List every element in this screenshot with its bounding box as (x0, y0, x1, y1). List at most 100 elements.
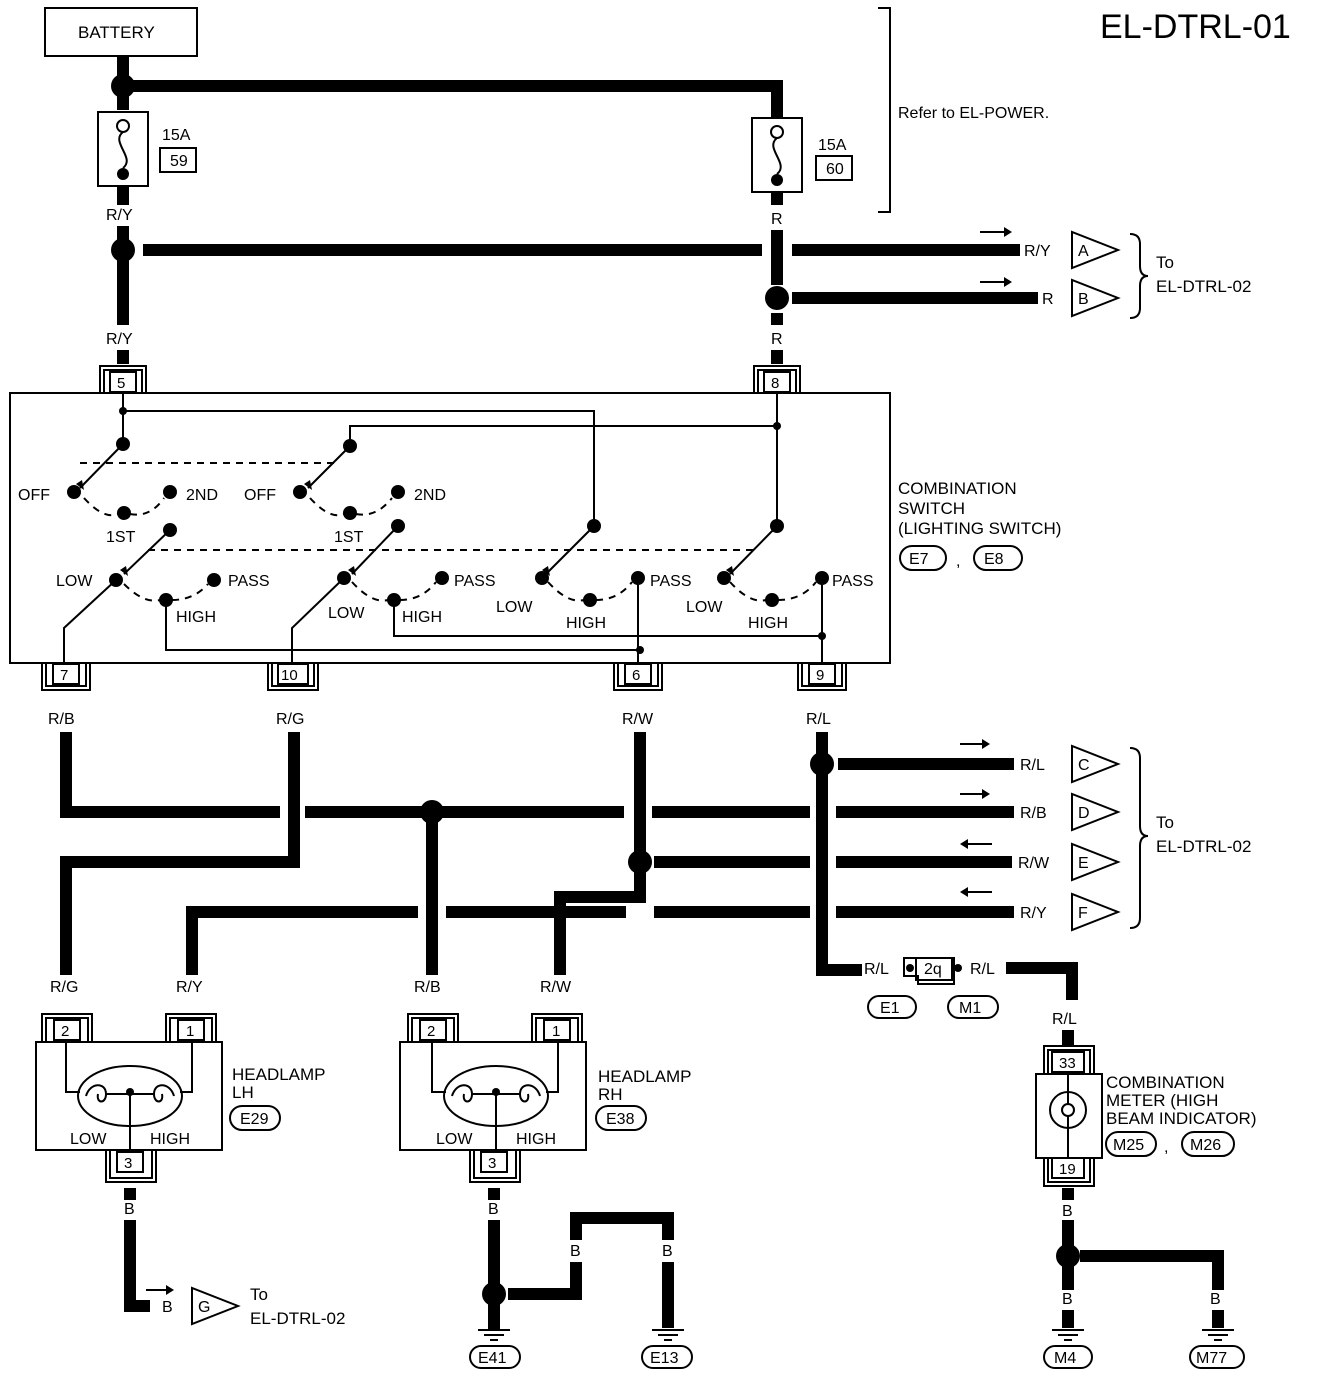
svg-text:R/W: R/W (1018, 855, 1050, 872)
svg-text:C: C (1078, 757, 1090, 774)
svg-text:1: 1 (186, 1023, 194, 1040)
svg-text:PASS: PASS (650, 573, 692, 590)
arrow-connector-c: R/L C (960, 739, 1121, 784)
svg-text:LOW: LOW (56, 573, 93, 590)
svg-text:E7: E7 (909, 551, 929, 568)
svg-text:B: B (1078, 291, 1089, 308)
svg-text:To: To (250, 1285, 268, 1304)
svg-text:PASS: PASS (228, 573, 270, 590)
svg-text:R/W: R/W (540, 979, 572, 996)
svg-text:,: , (1164, 1139, 1168, 1156)
svg-text:3: 3 (124, 1155, 132, 1172)
svg-text:To: To (1156, 253, 1174, 272)
svg-text:LOW: LOW (496, 599, 533, 616)
svg-text:7: 7 (60, 667, 68, 684)
svg-text:15A: 15A (162, 127, 191, 144)
splice-ground-e41 (482, 1282, 506, 1306)
splice-r (765, 286, 789, 310)
svg-text:R: R (771, 211, 783, 228)
svg-text:M77: M77 (1196, 1350, 1227, 1367)
svg-text:COMBINATION: COMBINATION (898, 479, 1017, 498)
svg-text:5: 5 (117, 375, 125, 392)
svg-text:R/Y: R/Y (176, 979, 203, 996)
svg-text:LOW: LOW (436, 1131, 473, 1148)
fuse-60: 15A 60 (751, 117, 853, 193)
svg-text:To: To (1156, 813, 1174, 832)
svg-text:R/L: R/L (970, 961, 995, 978)
svg-text:19: 19 (1059, 1161, 1076, 1178)
svg-text:E8: E8 (984, 551, 1004, 568)
svg-text:G: G (198, 1299, 210, 1316)
svg-text:R/Y: R/Y (1024, 243, 1051, 260)
headlamp-lh: R/G R/Y 2 1 LOW HIGH 3 HEADLAMP LH E29 B (35, 979, 326, 1218)
svg-text:HIGH: HIGH (150, 1131, 190, 1148)
combination-switch-title: COMBINATION SWITCH (LIGHTING SWITCH) E7 … (898, 479, 1061, 571)
svg-text:LH: LH (232, 1083, 254, 1102)
svg-text:(LIGHTING SWITCH): (LIGHTING SWITCH) (898, 519, 1061, 538)
svg-text:M26: M26 (1190, 1137, 1221, 1154)
svg-text:,: , (956, 553, 960, 570)
svg-text:15A: 15A (818, 137, 847, 154)
svg-text:RH: RH (598, 1085, 623, 1104)
svg-text:B: B (162, 1299, 173, 1316)
svg-text:9: 9 (816, 667, 824, 684)
svg-text:59: 59 (170, 153, 188, 170)
svg-text:R/L: R/L (806, 711, 831, 728)
svg-text:E1: E1 (880, 1000, 900, 1017)
svg-text:OFF: OFF (244, 487, 276, 504)
svg-text:6: 6 (632, 667, 640, 684)
svg-text:10: 10 (281, 667, 298, 684)
svg-text:BEAM INDICATOR): BEAM INDICATOR) (1106, 1109, 1257, 1128)
harness-wires (60, 732, 1224, 1330)
arrow-connector-b: B (980, 277, 1121, 318)
svg-text:HIGH: HIGH (566, 615, 606, 632)
svg-text:R/B: R/B (48, 711, 75, 728)
svg-text:R/Y: R/Y (106, 207, 133, 224)
svg-text:M1: M1 (959, 1000, 981, 1017)
svg-text:2ND: 2ND (414, 487, 446, 504)
splice-rl (810, 752, 834, 776)
svg-text:R/Y: R/Y (1020, 905, 1047, 922)
svg-text:E38: E38 (606, 1111, 635, 1128)
svg-text:M25: M25 (1113, 1137, 1144, 1154)
svg-text:3: 3 (488, 1155, 496, 1172)
fuse-59: 15A 59 (97, 111, 197, 187)
svg-text:2q: 2q (924, 961, 942, 978)
svg-text:HIGH: HIGH (516, 1131, 556, 1148)
ground-e41: E41 (469, 1329, 521, 1369)
svg-text:PASS: PASS (832, 573, 874, 590)
splice-battery (111, 74, 135, 98)
svg-text:R/Y: R/Y (106, 331, 133, 348)
switch-position-labels: OFF 2ND 1ST LOW PASS HIGH OFF 2ND 1ST LO… (18, 487, 874, 632)
svg-text:LOW: LOW (686, 599, 723, 616)
svg-text:LOW: LOW (70, 1131, 107, 1148)
svg-text:METER (HIGH: METER (HIGH (1106, 1091, 1218, 1110)
splice-rb (420, 800, 444, 824)
svg-text:F: F (1078, 905, 1088, 922)
svg-text:COMBINATION: COMBINATION (1106, 1073, 1225, 1092)
svg-text:E41: E41 (478, 1350, 507, 1367)
ground-e13: E13 (641, 1329, 693, 1369)
combination-switch-box (9, 392, 891, 664)
svg-text:R/L: R/L (1052, 1011, 1077, 1028)
combination-meter: 33 19 COMBINATION METER (HIGH BEAM INDIC… (1035, 1045, 1257, 1308)
svg-text:A: A (1078, 243, 1089, 260)
joint-connector: R/L 2q R/L E1 M1 (864, 957, 999, 1019)
svg-text:1ST: 1ST (334, 529, 364, 546)
refer-bracket (878, 7, 891, 213)
switch-internal-wiring (63, 393, 829, 663)
svg-text:R/B: R/B (414, 979, 441, 996)
svg-text:EL-DTRL-02: EL-DTRL-02 (1156, 277, 1251, 296)
svg-text:OFF: OFF (18, 487, 50, 504)
splice-ry (111, 238, 135, 262)
svg-text:EL-DTRL-02: EL-DTRL-02 (1156, 837, 1251, 856)
arrow-connector-a: A (980, 227, 1121, 270)
svg-text:HEADLAMP: HEADLAMP (598, 1067, 692, 1086)
svg-text:SWITCH: SWITCH (898, 499, 965, 518)
svg-text:HIGH: HIGH (748, 615, 788, 632)
battery-label: BATTERY (78, 23, 155, 42)
svg-text:E13: E13 (650, 1350, 679, 1367)
svg-text:B: B (488, 1201, 499, 1218)
svg-text:R: R (1042, 291, 1054, 308)
ground-m4: M4 (1043, 1329, 1093, 1369)
